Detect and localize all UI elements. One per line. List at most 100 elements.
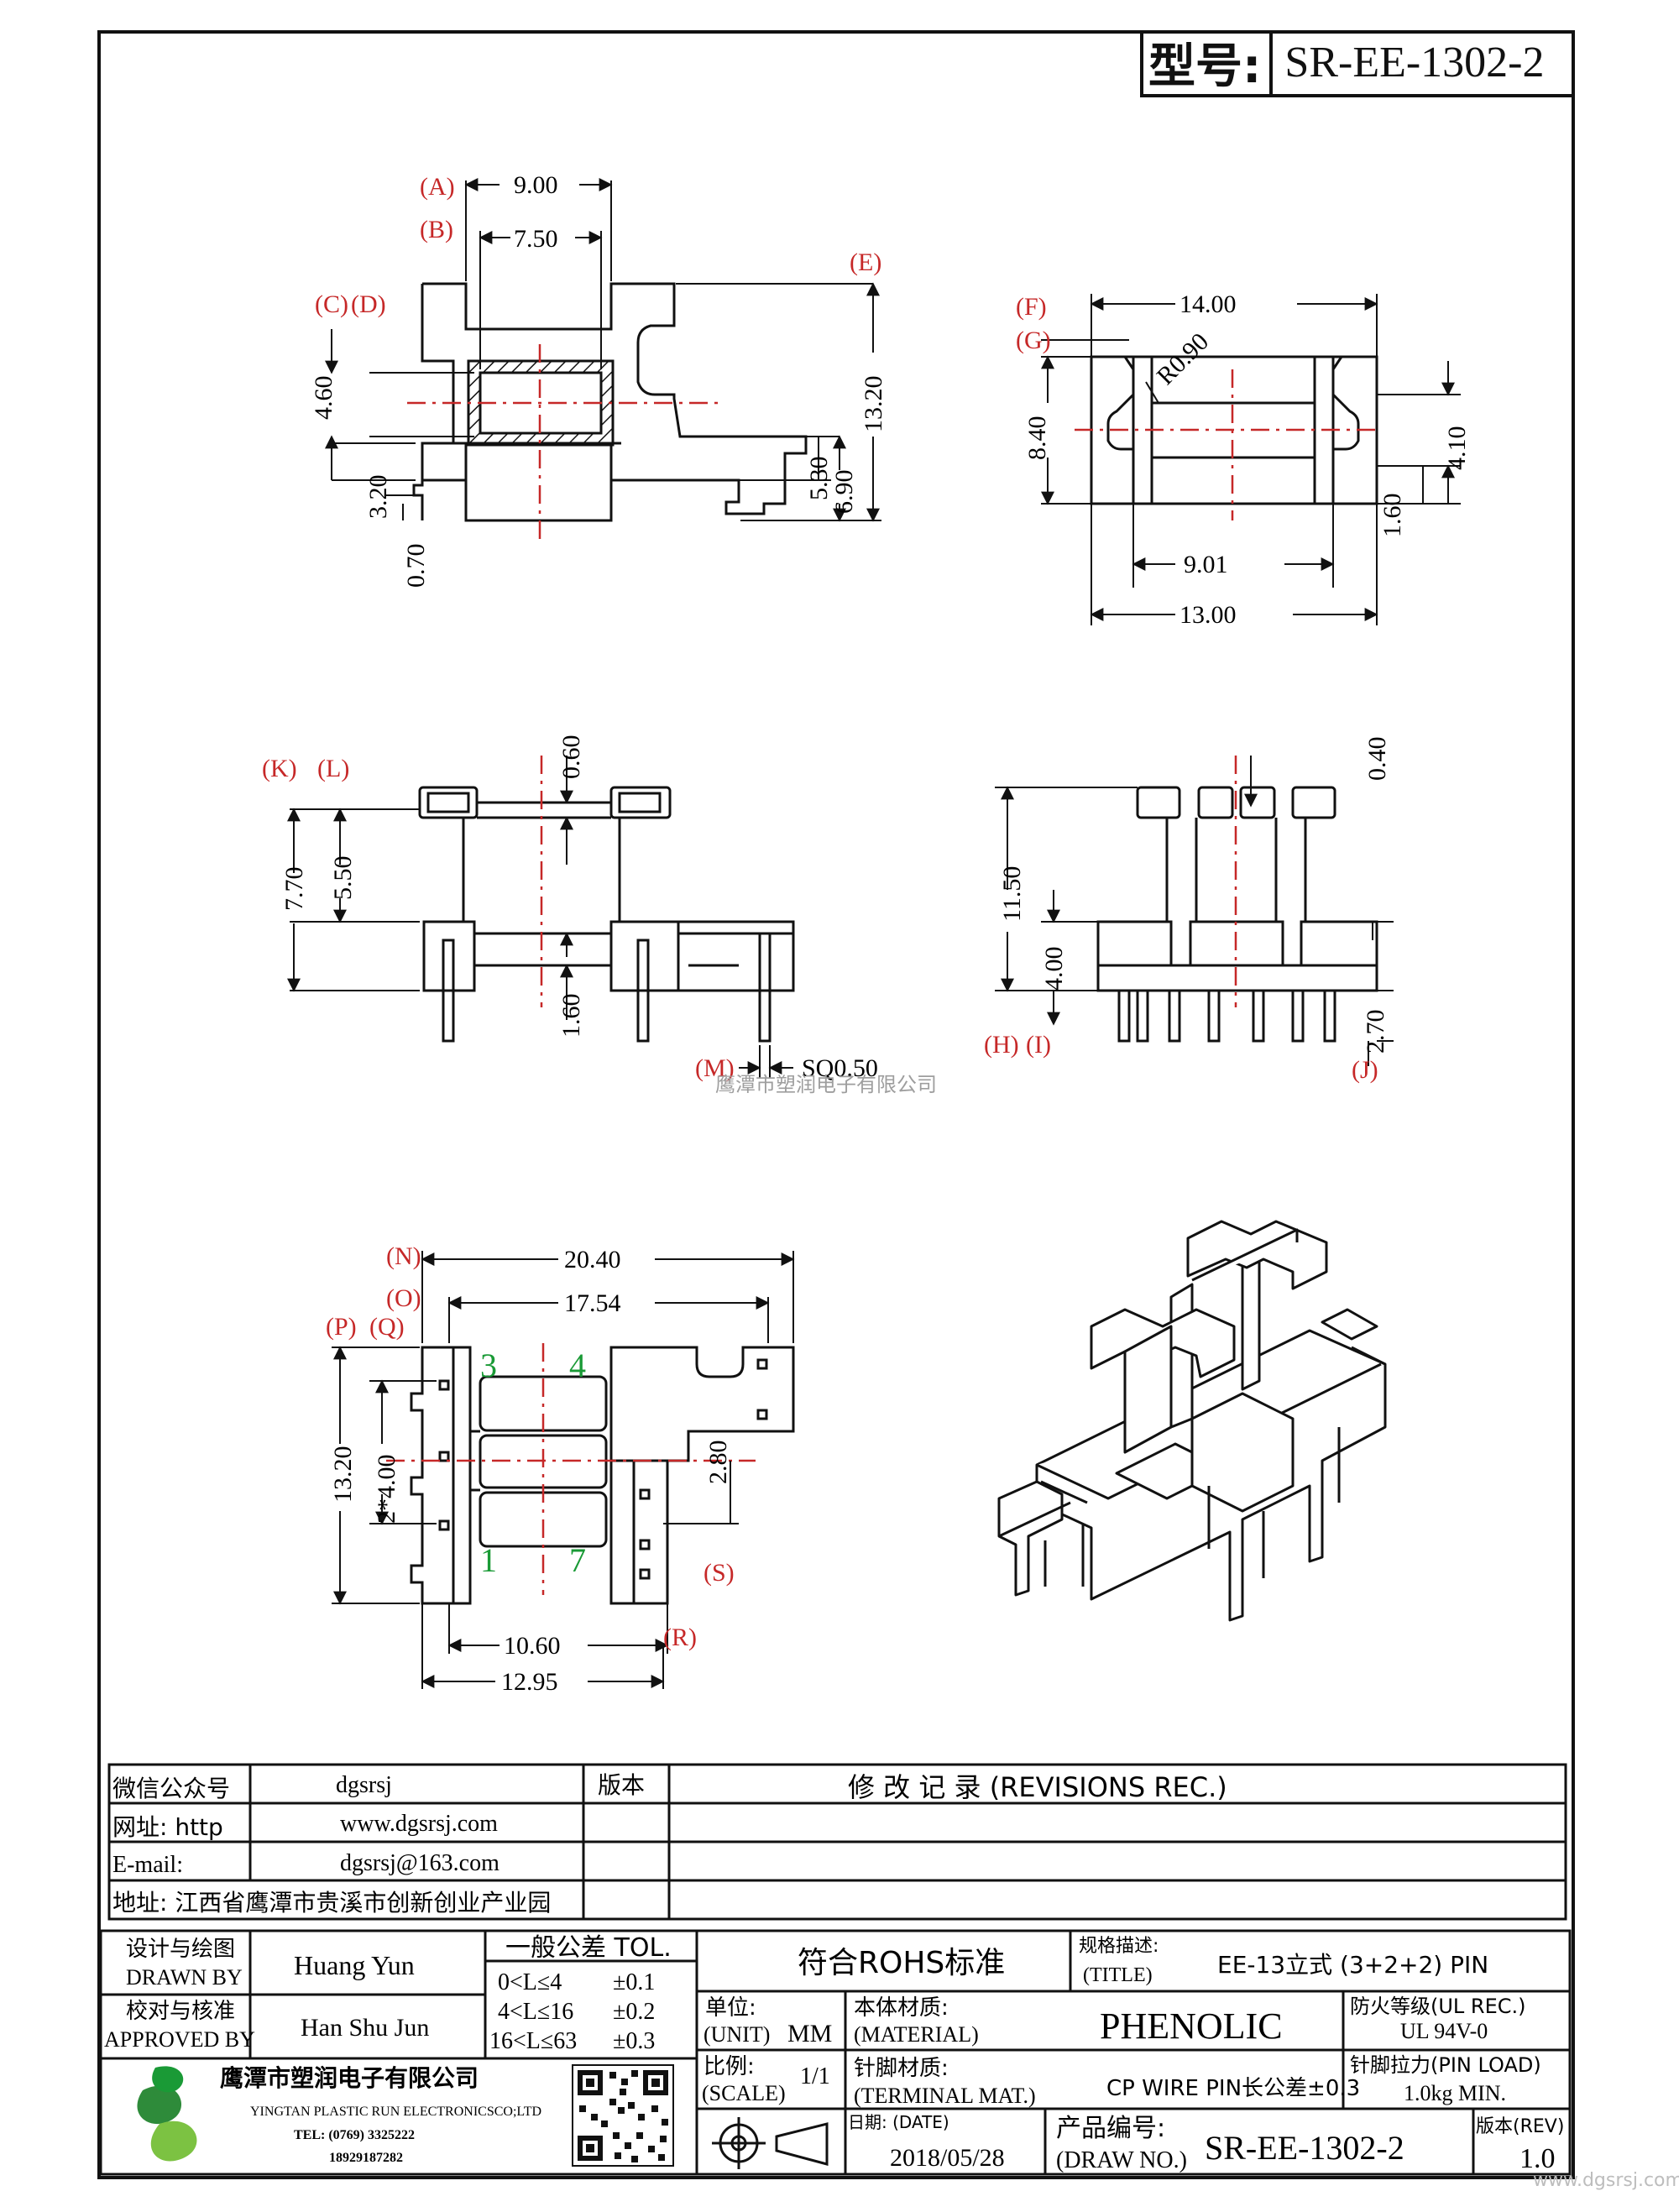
material-en: (MATERIAL) bbox=[854, 2022, 979, 2047]
material-value: PHENOLIC bbox=[1100, 2005, 1283, 2047]
projection-symbol bbox=[712, 2117, 829, 2169]
address: 地址: 江西省鹰潭市贵溪市创新创业产业园 bbox=[112, 1889, 551, 1917]
front-view-centerlines bbox=[407, 344, 722, 546]
dim-3-20: 3.20 bbox=[364, 475, 392, 520]
contact-table bbox=[107, 1763, 1567, 1921]
front-view-texts: (A) (B) (C) (D) (E) 9.00 7.50 4.60 3.20 … bbox=[310, 171, 887, 588]
drawn-name: Huang Yun bbox=[294, 1950, 415, 1980]
dim-sq0-50: SQ0.50 bbox=[802, 1054, 878, 1082]
unit-cn: 单位: bbox=[705, 1995, 756, 2021]
company-texts: 鹰潭市塑润电子有限公司 YINGTAN PLASTIC RUN ELECTRON… bbox=[220, 2064, 541, 2165]
fire-cn: 防火等级(UL REC.) bbox=[1350, 1995, 1526, 2018]
plan-view bbox=[410, 1346, 795, 1605]
elevation-view-dims bbox=[287, 756, 793, 1079]
watermark: 鹰潭市塑润电子有限公司 bbox=[715, 1073, 937, 1096]
spec-en: (TITLE) bbox=[1083, 1964, 1153, 1986]
pinload-value: 1.0kg MIN. bbox=[1404, 2081, 1506, 2105]
scale-cn: 比例: bbox=[704, 2054, 755, 2079]
unit-value: MM bbox=[787, 2020, 832, 2047]
contact-texts: 微信公众号 dgsrsj 网址: http www.dgsrsj.com E-m… bbox=[112, 1771, 1227, 1917]
pinload-cn: 针脚拉力(PIN LOAD) bbox=[1350, 2053, 1541, 2077]
marker-s: (S) bbox=[704, 1559, 735, 1587]
date-value: 2018/05/28 bbox=[890, 2144, 1005, 2172]
marker-m: (M) bbox=[695, 1054, 735, 1082]
marker-n: (N) bbox=[386, 1242, 421, 1270]
dim-1-60-b: 1.60 bbox=[557, 994, 585, 1038]
tol-value-3: ±0.3 bbox=[613, 2028, 655, 2054]
dim-20-40: 20.40 bbox=[564, 1246, 621, 1273]
dim-2-80: 2.80 bbox=[704, 1441, 732, 1485]
dim-11-50: 11.50 bbox=[998, 866, 1026, 922]
tol-range-2: 4<L≤16 bbox=[498, 1999, 573, 2025]
dim-4-10: 4.10 bbox=[1443, 426, 1471, 471]
drawno-value: SR-EE-1302-2 bbox=[1205, 2129, 1404, 2167]
end-view-texts: 0.40 11.50 4.00 2.70 (H) (I) (J) bbox=[984, 737, 1391, 1085]
qr-code bbox=[572, 2064, 674, 2167]
dim-12-95: 12.95 bbox=[501, 1668, 558, 1696]
marker-o: (O) bbox=[386, 1284, 421, 1312]
dim-2-70: 2.70 bbox=[1362, 1010, 1389, 1054]
pin-number-4: 4 bbox=[569, 1347, 586, 1384]
dim-0-60: 0.60 bbox=[557, 735, 585, 780]
marker-i: (I) bbox=[1026, 1031, 1051, 1059]
corner-watermark-text: www.dgsrsj.com bbox=[1533, 2170, 1679, 2191]
end-view-dims bbox=[995, 756, 1394, 1066]
pin-number-1: 1 bbox=[480, 1541, 497, 1579]
drawno-en: (DRAW NO.) bbox=[1056, 2147, 1187, 2173]
approved-en: APPROVED BY bbox=[104, 2027, 255, 2052]
dim-7-70: 7.70 bbox=[280, 867, 308, 912]
drawing-frame bbox=[97, 30, 1575, 2179]
watermark-text: 鹰潭市塑润电子有限公司 bbox=[715, 1073, 937, 1096]
plan-view-centerlines bbox=[386, 1343, 756, 1595]
side-view-centerlines bbox=[1075, 369, 1377, 520]
fire-value: UL 94V-0 bbox=[1400, 2019, 1488, 2043]
tol-value-1: ±0.1 bbox=[613, 1969, 655, 1995]
company-name-en: YINGTAN PLASTIC RUN ELECTRONICSCO;LTD bbox=[250, 2105, 541, 2119]
model-label: 型号: bbox=[1143, 30, 1274, 94]
rohs: 符合ROHS标准 bbox=[798, 1946, 1005, 1980]
marker-k: (K) bbox=[262, 755, 297, 782]
dim-5-50: 5.50 bbox=[329, 856, 357, 901]
dim-14-00: 14.00 bbox=[1179, 290, 1237, 318]
dim-1-60: 1.60 bbox=[1378, 494, 1406, 538]
pin-number-3: 3 bbox=[480, 1347, 497, 1384]
model-number-box: 型号: SR-EE-1302-2 bbox=[1140, 30, 1575, 97]
marker-l: (L) bbox=[317, 755, 349, 782]
marker-a: (A) bbox=[420, 173, 455, 201]
scale-en: (SCALE) bbox=[702, 2081, 786, 2105]
dim-9-00: 9.00 bbox=[514, 171, 558, 199]
marker-h: (H) bbox=[984, 1031, 1019, 1059]
elevation-view bbox=[418, 786, 795, 1043]
elevation-view-texts: (K) (L) 0.60 7.70 5.50 1.60 (M) SQ0.50 bbox=[262, 735, 878, 1083]
dim-13-20-b: 13.20 bbox=[329, 1446, 357, 1503]
end-view bbox=[1096, 786, 1378, 1043]
revision-version-label: 版本 bbox=[598, 1771, 645, 1799]
wechat-label: 微信公众号 bbox=[112, 1775, 230, 1802]
material-cn: 本体材质: bbox=[854, 1995, 949, 2021]
marker-b: (B) bbox=[420, 216, 453, 243]
corner-watermark: www.dgsrsj.com bbox=[1533, 2170, 1679, 2191]
marker-c: (C) bbox=[315, 290, 348, 318]
pin-numbers: 3 4 1 7 bbox=[480, 1347, 586, 1579]
tol-range-3: 16<L≤63 bbox=[489, 2028, 577, 2054]
company-logo bbox=[137, 2066, 197, 2162]
dim-0-40: 0.40 bbox=[1363, 737, 1391, 782]
tol-value-2: ±0.2 bbox=[613, 1999, 655, 2025]
dim-6-90: 6.90 bbox=[830, 470, 858, 515]
marker-q: (Q) bbox=[369, 1313, 405, 1341]
web-label: 网址: http bbox=[112, 1813, 223, 1841]
plan-view-texts: (N) (O) (P) (Q) (R) (S) 20.40 17.54 13.2… bbox=[326, 1242, 735, 1696]
model-value: SR-EE-1302-2 bbox=[1284, 38, 1545, 86]
marker-g: (G) bbox=[1016, 327, 1051, 354]
marker-e: (E) bbox=[850, 248, 881, 276]
unit-en: (UNIT) bbox=[704, 2022, 770, 2047]
dim-4-60: 4.60 bbox=[310, 376, 337, 421]
drawno-cn: 产品编号: bbox=[1056, 2114, 1165, 2143]
marker-p: (P) bbox=[326, 1313, 357, 1341]
dim-0-70: 0.70 bbox=[402, 544, 430, 588]
email-label: E-mail: bbox=[112, 1852, 183, 1878]
spec-value: EE-13立式 (3+2+2) PIN bbox=[1217, 1951, 1488, 1979]
terminal-en: (TERMINAL MAT.) bbox=[854, 2084, 1036, 2108]
marker-j: (J) bbox=[1352, 1056, 1378, 1084]
marker-f: (F) bbox=[1016, 293, 1047, 321]
